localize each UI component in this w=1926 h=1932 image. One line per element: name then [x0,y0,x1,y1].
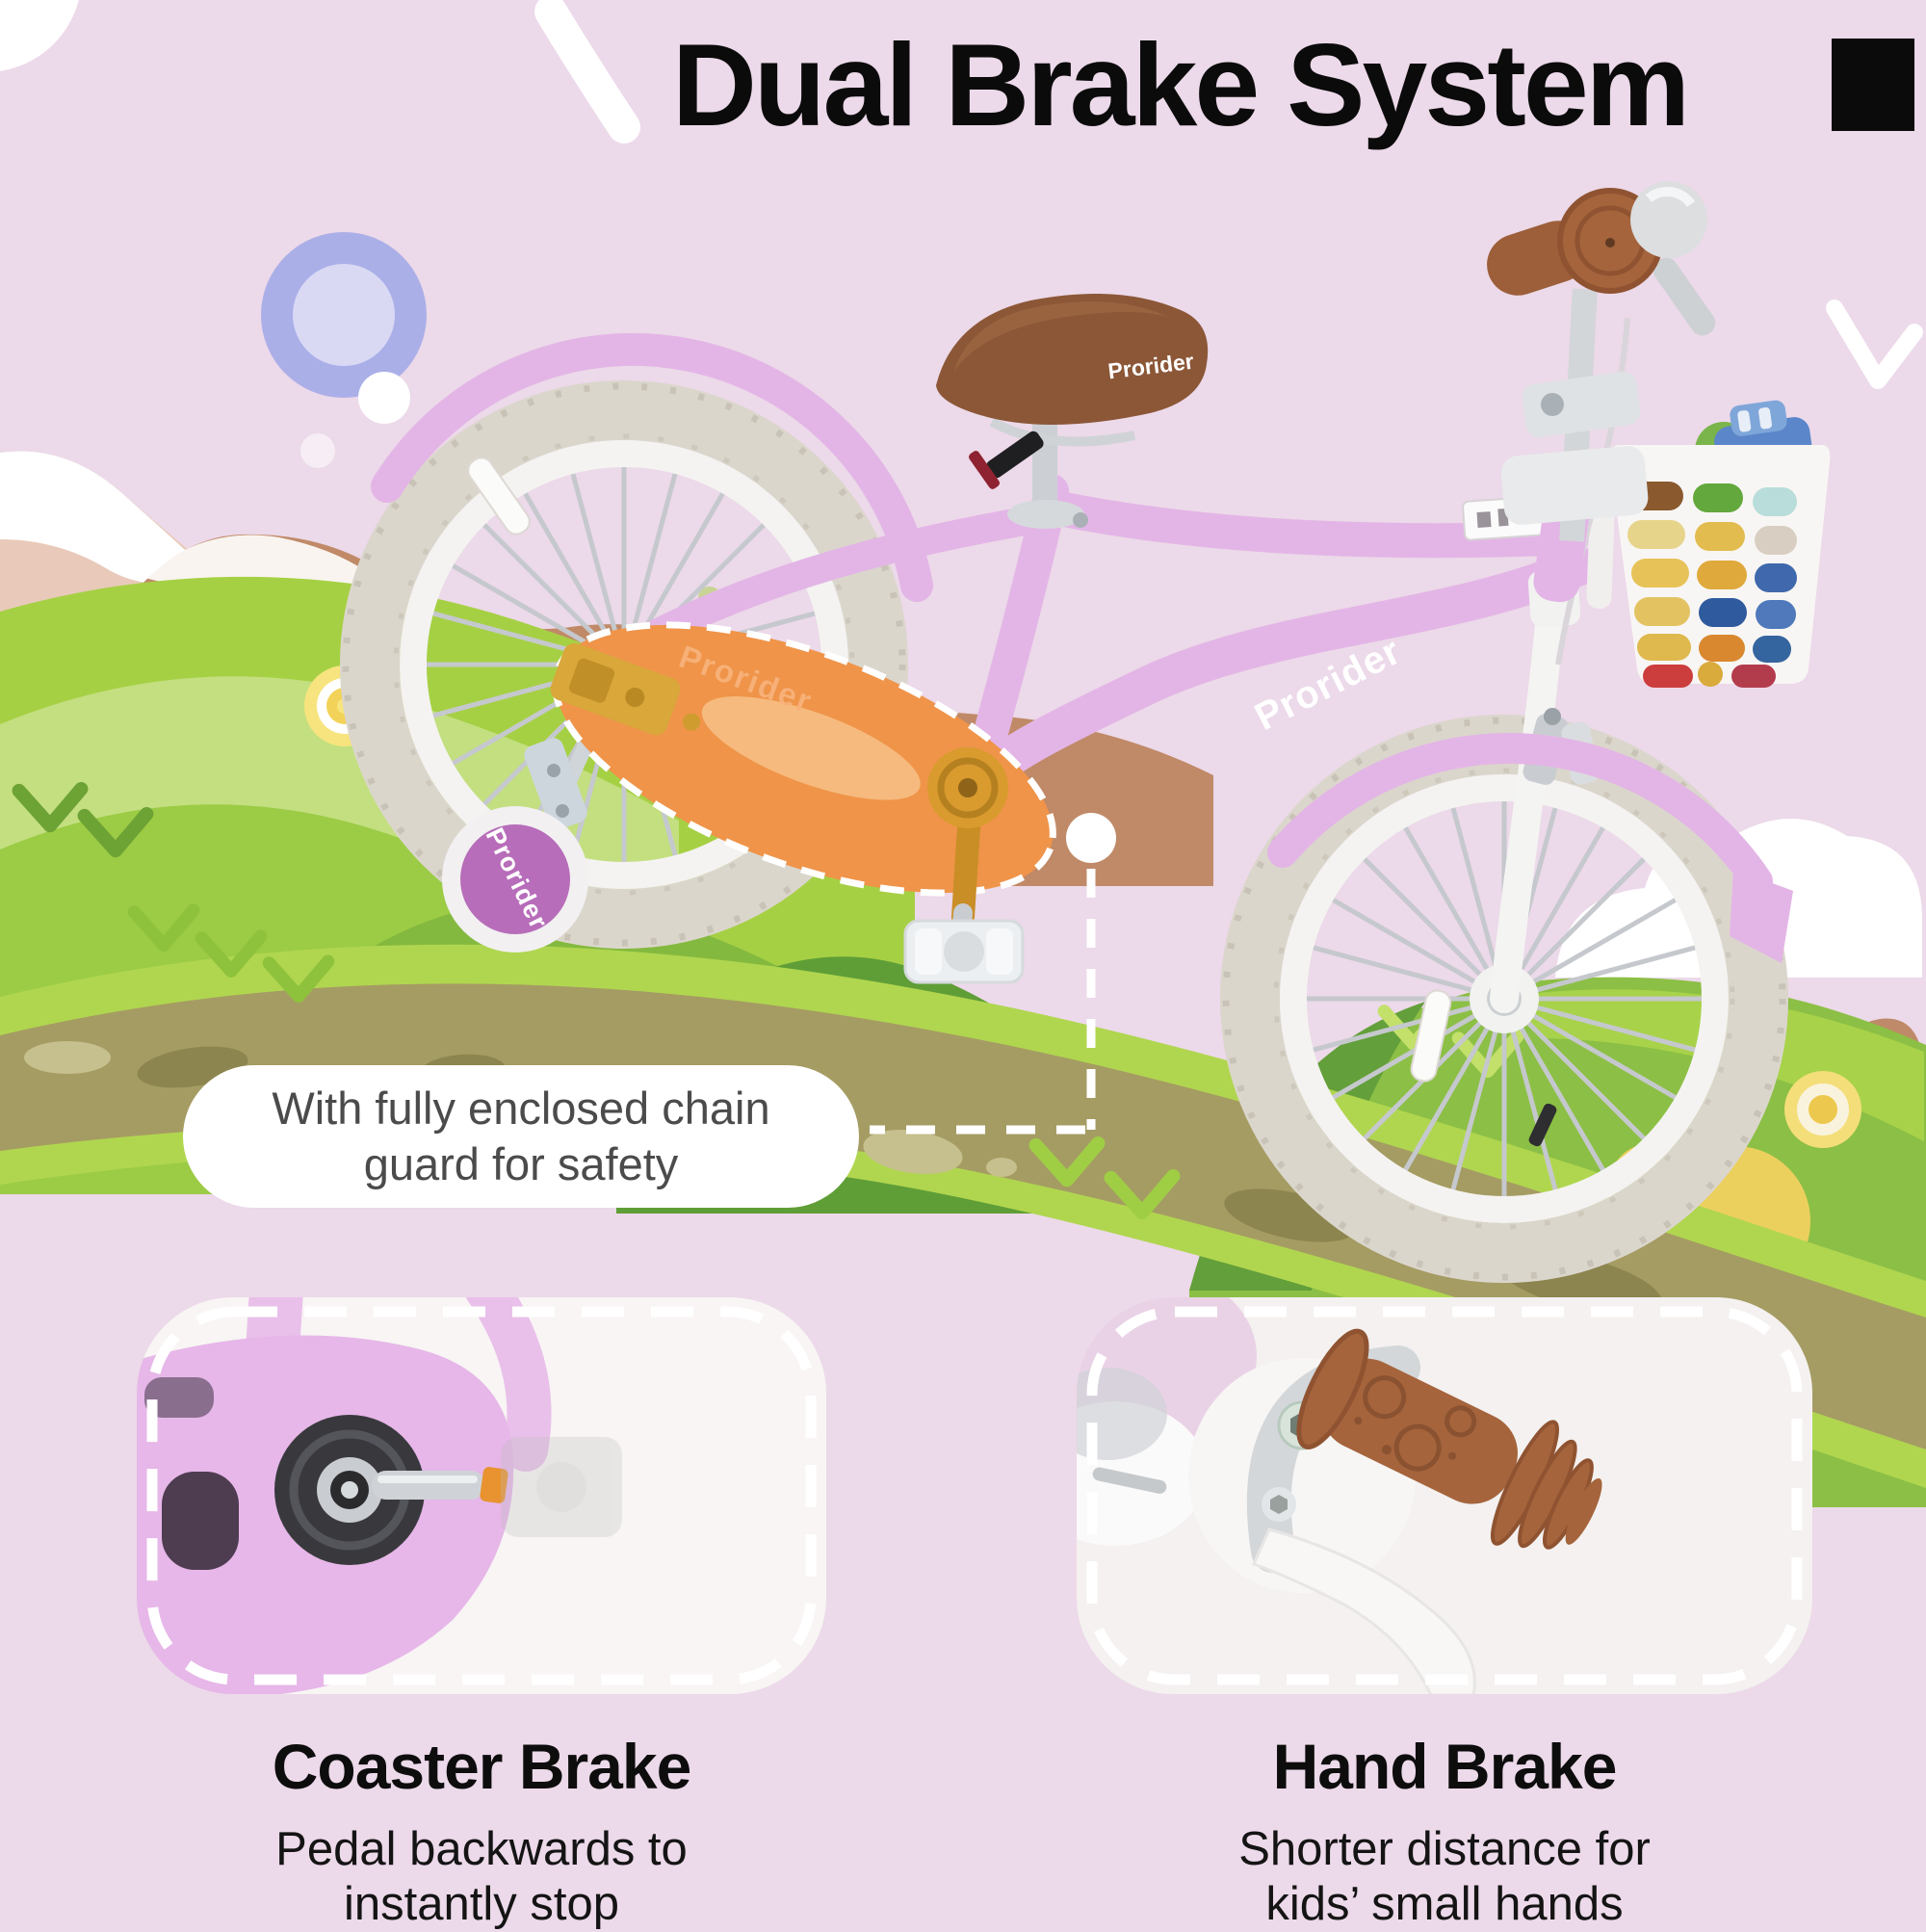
page-title: Dual Brake System [671,19,1690,150]
brake-lever [1653,257,1716,336]
handlebar-cluster [1487,181,1716,666]
mud-flap [1730,869,1793,963]
callout-line: With fully enclosed chain [272,1083,770,1134]
coaster-brake-heading: Coaster Brake [272,1731,692,1802]
front-fender [1267,733,1773,897]
coaster-brake-desc-line: instantly stop [344,1878,619,1930]
chain-guard-callout: With fully enclosed chain guard for safe… [183,1065,859,1208]
sun-icon [261,232,427,468]
seat-rail [989,417,1136,447]
bike: Prorider Prorider [346,181,1831,1277]
inset-dashed-border [146,1306,817,1685]
chain-guard-slot [701,696,921,800]
grip-closeup [1296,1328,1602,1550]
title-accent-square [1832,39,1914,131]
training-wheel: Prorider [442,675,624,953]
tire-valve [1528,1103,1557,1147]
spoke-reflector [467,457,531,535]
pedal-ghost [501,1437,622,1537]
coaster-brake-caption: Coaster Brake Pedal backwards to instant… [144,1730,819,1932]
hand-brake-desc-line: Shorter distance for [1238,1823,1651,1875]
brake-lever-blade [1251,1527,1476,1694]
coaster-brake-desc-line: Pedal backwards to [275,1823,688,1875]
seat-clamp-lever [986,431,1044,479]
down-tube [955,547,1599,807]
corner-cloud-icon [0,0,79,71]
crank-pedal [903,747,1025,984]
coaster-brake-inset [137,1297,826,1694]
hand-brake-desc-line: kids’ small hands [1265,1878,1624,1930]
connector-dot [1066,813,1116,863]
callout-connector [870,813,1116,1135]
top-tube [1042,491,1589,559]
spoke-reflector [1410,989,1452,1083]
flower-icon [1784,1071,1861,1148]
hand-brake-heading: Hand Brake [1272,1731,1618,1802]
snow-cap [0,451,207,584]
saddle-assembly: Prorider [936,293,1209,529]
chain-guard: Prorider [550,621,1056,897]
axle [372,1471,485,1500]
bird-icon [534,0,640,144]
callout-line: guard for safety [363,1138,679,1189]
inset-dashed-border [1086,1306,1803,1685]
bird-icon [1826,300,1923,389]
pedal-reflector [480,1467,508,1503]
hand-brake-inset [1077,1297,1812,1694]
seat-stay [616,504,1056,662]
rear-fender [371,332,933,602]
hand-brake-caption: Hand Brake Shorter distance for kids’ sm… [1079,1730,1810,1932]
